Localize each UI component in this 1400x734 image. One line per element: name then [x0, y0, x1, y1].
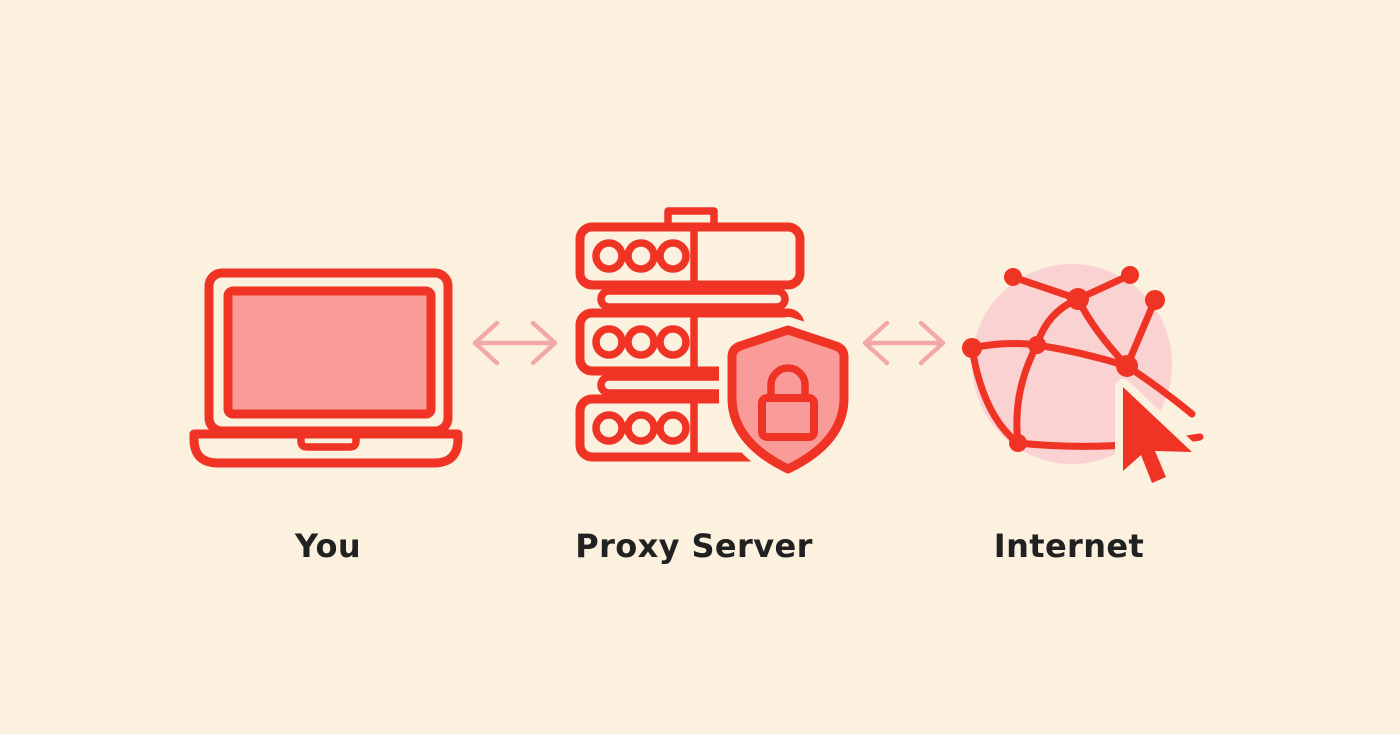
lock-body [758, 394, 818, 441]
double-arrow-you-proxy [472, 320, 558, 366]
shield-lock-icon [719, 317, 857, 482]
double-arrow-proxy-internet [862, 320, 946, 366]
label-proxy-server: Proxy Server [575, 527, 813, 565]
lock-shackle [767, 364, 809, 398]
label-you: You [294, 527, 362, 565]
globe-network-icon [962, 264, 1204, 491]
cursor-icon [1115, 379, 1200, 491]
label-internet: Internet [993, 527, 1145, 565]
laptop-icon [189, 268, 463, 468]
